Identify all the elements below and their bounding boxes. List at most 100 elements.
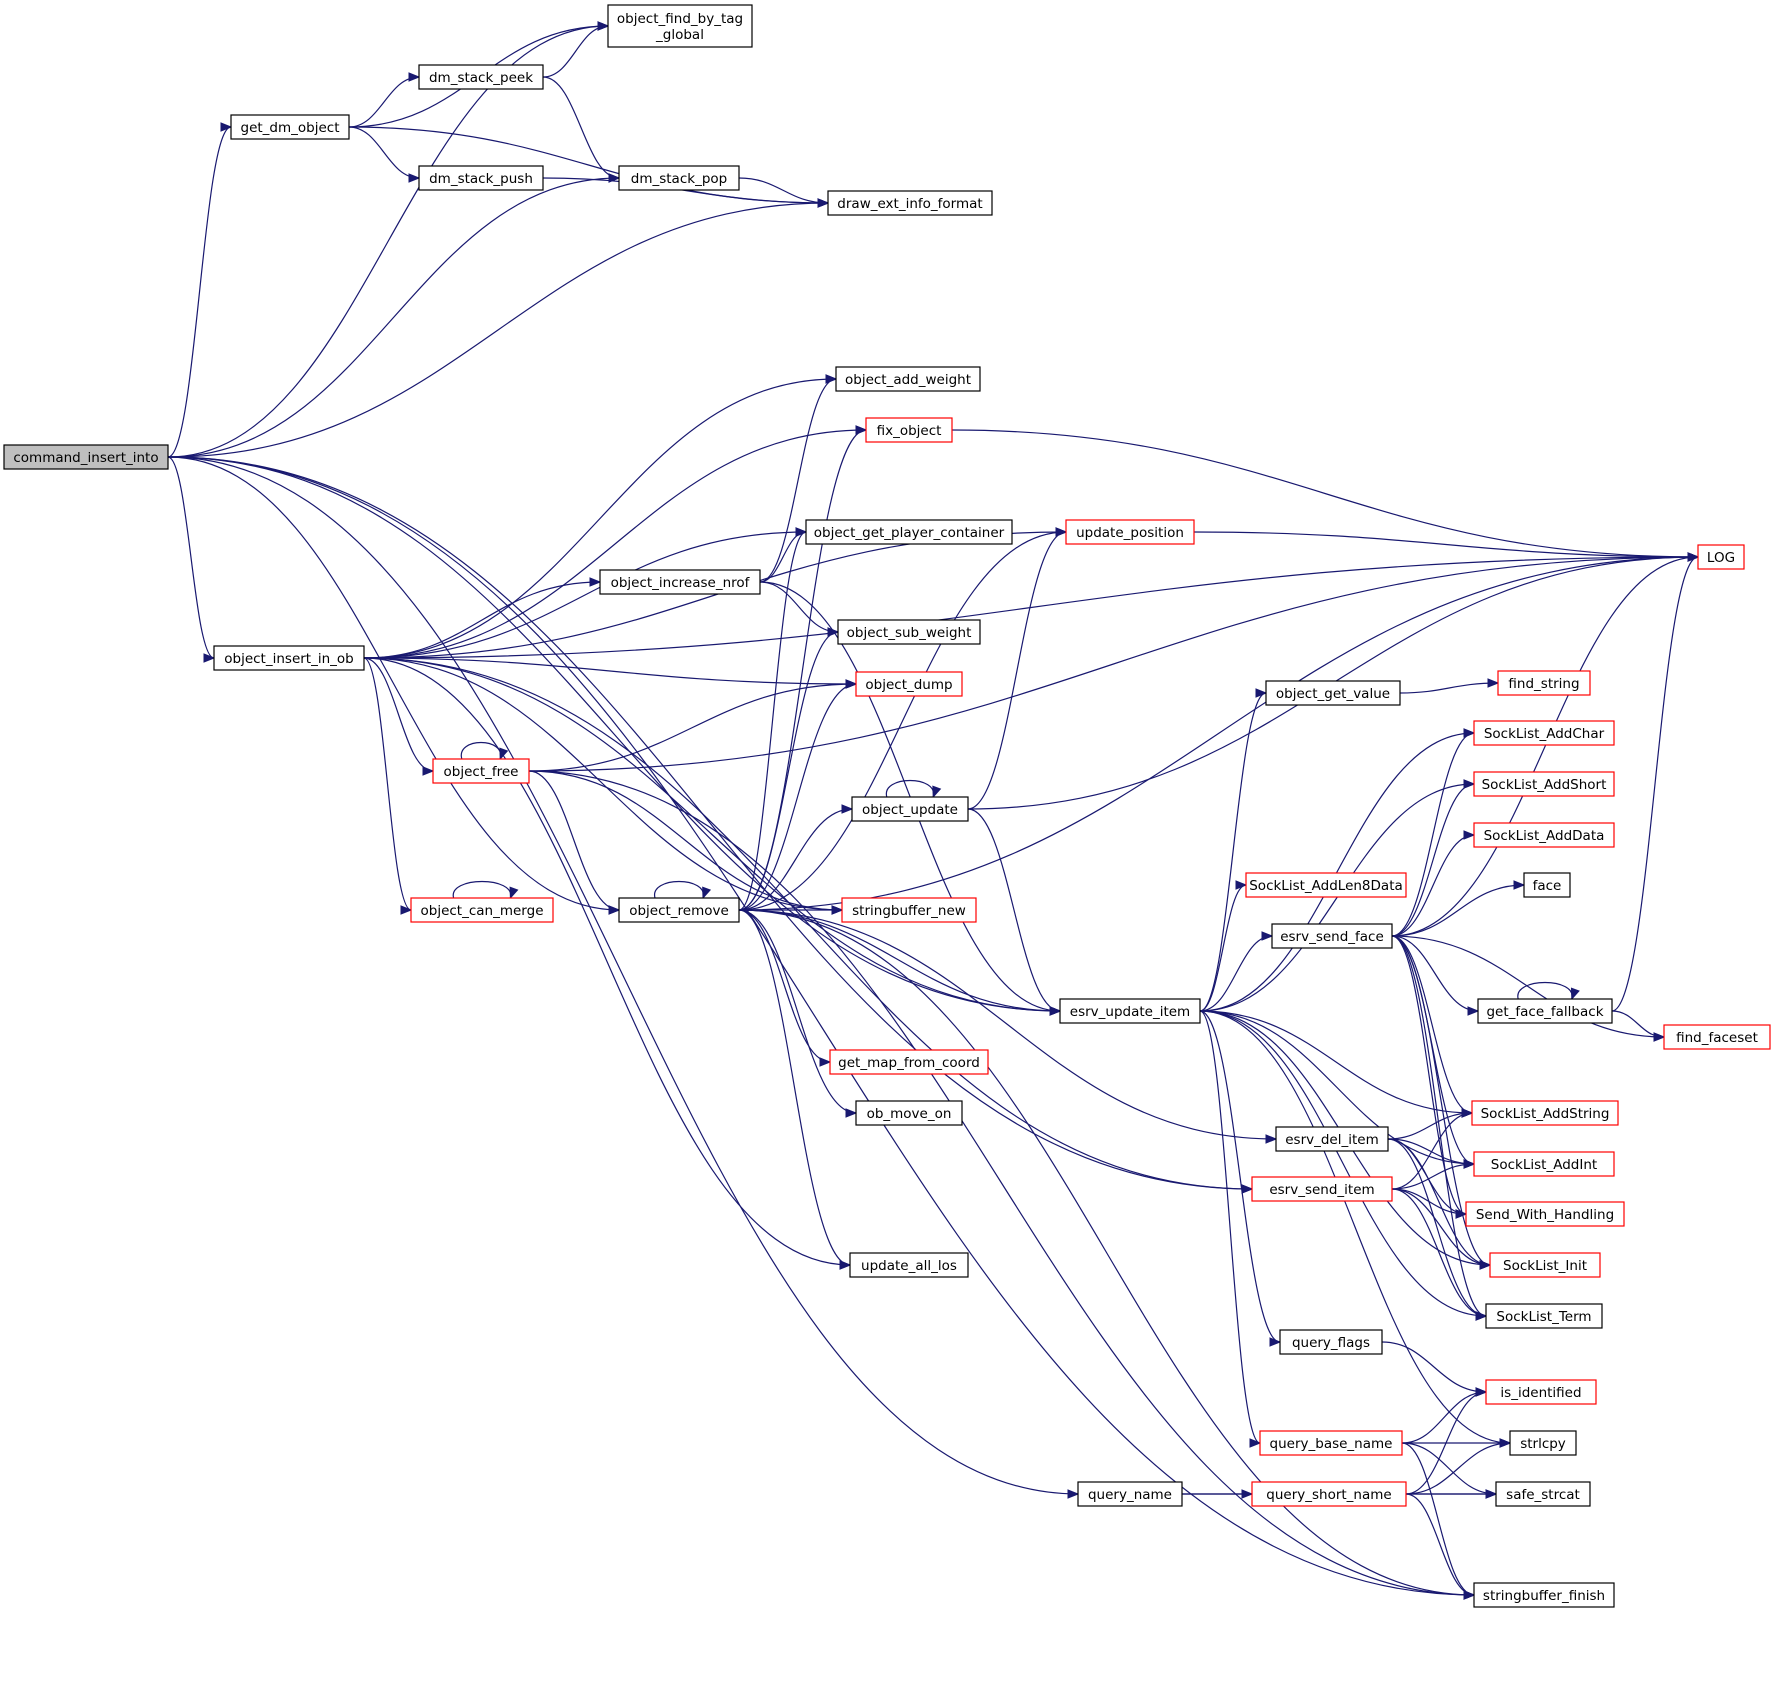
node-box-socklist-adddata[interactable] <box>1473 822 1615 848</box>
node-box-object-sub-weight[interactable] <box>837 619 981 645</box>
node-box-object-can-merge[interactable] <box>410 897 554 923</box>
node-box-object-remove[interactable] <box>618 897 740 923</box>
node-box-esrv-send-item[interactable] <box>1251 1176 1393 1202</box>
node-command-insert-into[interactable]: command_insert_into <box>3 444 169 470</box>
node-box-socklist-addlen8data[interactable] <box>1245 872 1407 898</box>
node-is-identified[interactable]: is_identified <box>1485 1379 1597 1405</box>
node-box-socklist-addstring[interactable] <box>1471 1100 1619 1126</box>
node-box-send-with-handling[interactable] <box>1465 1201 1625 1227</box>
node-box-stringbuffer-new[interactable] <box>841 897 977 923</box>
node-strlcpy[interactable]: strlcpy <box>1509 1430 1577 1456</box>
node-box-update-all-los[interactable] <box>849 1252 969 1278</box>
node-esrv-del-item[interactable]: esrv_del_item <box>1275 1126 1389 1152</box>
node-face[interactable]: face <box>1523 872 1571 898</box>
node-box-object-increase-nrof[interactable] <box>599 569 761 595</box>
node-box-find-string[interactable] <box>1497 670 1591 696</box>
node-object-find-by-tag-global[interactable]: object_find_by_tag_global <box>607 4 753 48</box>
node-esrv-send-face[interactable]: esrv_send_face <box>1271 923 1393 949</box>
node-log[interactable]: LOG <box>1697 544 1745 570</box>
node-find-string[interactable]: find_string <box>1497 670 1591 696</box>
node-box-update-position[interactable] <box>1065 519 1195 545</box>
node-object-update[interactable]: object_update <box>851 796 969 822</box>
node-box-object-dump[interactable] <box>855 671 963 697</box>
node-object-free[interactable]: object_free <box>432 758 530 784</box>
node-box-object-insert-in-ob[interactable] <box>213 645 365 671</box>
node-box-ob-move-on[interactable] <box>855 1100 963 1126</box>
node-socklist-addstring[interactable]: SockList_AddString <box>1471 1100 1619 1126</box>
node-box-safe-strcat[interactable] <box>1495 1481 1591 1507</box>
node-box-fix-object[interactable] <box>865 417 953 443</box>
node-box-query-base-name[interactable] <box>1259 1430 1403 1456</box>
node-socklist-adddata[interactable]: SockList_AddData <box>1473 822 1615 848</box>
node-object-get-player-container[interactable]: object_get_player_container <box>805 519 1013 545</box>
node-send-with-handling[interactable]: Send_With_Handling <box>1465 1201 1625 1227</box>
node-ob-move-on[interactable]: ob_move_on <box>855 1100 963 1126</box>
node-box-find-faceset[interactable] <box>1663 1024 1771 1050</box>
node-dm-stack-push[interactable]: dm_stack_push <box>418 165 544 191</box>
node-query-flags[interactable]: query_flags <box>1279 1329 1383 1355</box>
node-box-stringbuffer-finish[interactable] <box>1473 1582 1615 1608</box>
node-box-object-free[interactable] <box>432 758 530 784</box>
node-box-get-map-from-coord[interactable] <box>829 1049 989 1075</box>
node-get-dm-object[interactable]: get_dm_object <box>230 114 350 140</box>
node-socklist-init[interactable]: SockList_Init <box>1489 1252 1601 1278</box>
node-socklist-addlen8data[interactable]: SockList_AddLen8Data <box>1245 872 1407 898</box>
node-box-object-update[interactable] <box>851 796 969 822</box>
node-object-get-value[interactable]: object_get_value <box>1265 680 1401 706</box>
node-box-object-get-value[interactable] <box>1265 680 1401 706</box>
node-query-short-name[interactable]: query_short_name <box>1251 1481 1407 1507</box>
node-box-socklist-term[interactable] <box>1485 1303 1603 1329</box>
node-query-base-name[interactable]: query_base_name <box>1259 1430 1403 1456</box>
node-get-face-fallback[interactable]: get_face_fallback <box>1477 998 1613 1024</box>
node-object-remove[interactable]: object_remove <box>618 897 740 923</box>
node-find-faceset[interactable]: find_faceset <box>1663 1024 1771 1050</box>
node-box-is-identified[interactable] <box>1485 1379 1597 1405</box>
node-box-face[interactable] <box>1523 872 1571 898</box>
node-box-esrv-update-item[interactable] <box>1059 998 1201 1024</box>
node-socklist-term[interactable]: SockList_Term <box>1485 1303 1603 1329</box>
node-update-position[interactable]: update_position <box>1065 519 1195 545</box>
node-box-esrv-send-face[interactable] <box>1271 923 1393 949</box>
node-box-query-name[interactable] <box>1077 1481 1183 1507</box>
node-dm-stack-pop[interactable]: dm_stack_pop <box>618 165 740 191</box>
node-box-strlcpy[interactable] <box>1509 1430 1577 1456</box>
node-get-map-from-coord[interactable]: get_map_from_coord <box>829 1049 989 1075</box>
node-box-socklist-init[interactable] <box>1489 1252 1601 1278</box>
node-box-esrv-del-item[interactable] <box>1275 1126 1389 1152</box>
node-box-get-dm-object[interactable] <box>230 114 350 140</box>
node-object-add-weight[interactable]: object_add_weight <box>835 366 981 392</box>
node-box-socklist-addchar[interactable] <box>1473 720 1615 746</box>
node-box-draw-ext-info-format[interactable] <box>827 190 993 216</box>
node-draw-ext-info-format[interactable]: draw_ext_info_format <box>827 190 993 216</box>
node-box-socklist-addshort[interactable] <box>1473 771 1615 797</box>
node-dm-stack-peek[interactable]: dm_stack_peek <box>418 64 544 90</box>
node-safe-strcat[interactable]: safe_strcat <box>1495 1481 1591 1507</box>
node-box-socklist-addint[interactable] <box>1473 1151 1615 1177</box>
node-object-increase-nrof[interactable]: object_increase_nrof <box>599 569 761 595</box>
node-box-command-insert-into[interactable] <box>3 444 169 470</box>
node-box-object-find-by-tag-global[interactable] <box>607 4 753 48</box>
node-query-name[interactable]: query_name <box>1077 1481 1183 1507</box>
node-box-dm-stack-push[interactable] <box>418 165 544 191</box>
node-object-insert-in-ob[interactable]: object_insert_in_ob <box>213 645 365 671</box>
node-socklist-addshort[interactable]: SockList_AddShort <box>1473 771 1615 797</box>
node-box-log[interactable] <box>1697 544 1745 570</box>
node-update-all-los[interactable]: update_all_los <box>849 1252 969 1278</box>
node-box-query-flags[interactable] <box>1279 1329 1383 1355</box>
node-box-get-face-fallback[interactable] <box>1477 998 1613 1024</box>
node-stringbuffer-new[interactable]: stringbuffer_new <box>841 897 977 923</box>
node-object-sub-weight[interactable]: object_sub_weight <box>837 619 981 645</box>
node-socklist-addint[interactable]: SockList_AddInt <box>1473 1151 1615 1177</box>
node-fix-object[interactable]: fix_object <box>865 417 953 443</box>
node-esrv-send-item[interactable]: esrv_send_item <box>1251 1176 1393 1202</box>
node-box-object-get-player-container[interactable] <box>805 519 1013 545</box>
node-box-dm-stack-pop[interactable] <box>618 165 740 191</box>
node-box-object-add-weight[interactable] <box>835 366 981 392</box>
node-object-can-merge[interactable]: object_can_merge <box>410 897 554 923</box>
node-box-query-short-name[interactable] <box>1251 1481 1407 1507</box>
node-esrv-update-item[interactable]: esrv_update_item <box>1059 998 1201 1024</box>
node-socklist-addchar[interactable]: SockList_AddChar <box>1473 720 1615 746</box>
node-stringbuffer-finish[interactable]: stringbuffer_finish <box>1473 1582 1615 1608</box>
node-box-dm-stack-peek[interactable] <box>418 64 544 90</box>
node-object-dump[interactable]: object_dump <box>855 671 963 697</box>
